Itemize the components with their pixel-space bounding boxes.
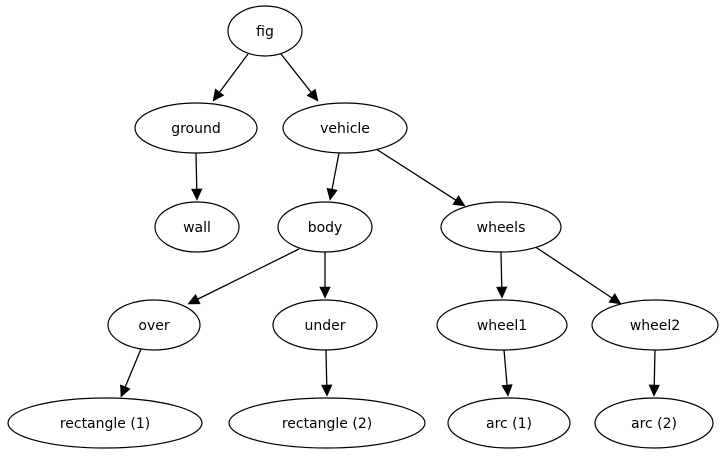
node-ellipse-rectangle2[interactable] xyxy=(228,397,426,449)
node-ground[interactable]: ground xyxy=(134,102,258,154)
edge-line xyxy=(280,53,313,95)
node-label-wheels: wheels xyxy=(477,220,526,236)
node-over[interactable]: over xyxy=(107,299,201,351)
edge-wheel1-to-arc1 xyxy=(501,349,513,397)
node-arc1[interactable]: arc (1) xyxy=(447,397,571,449)
edge-fig-to-vehicle xyxy=(280,53,319,102)
node-ellipse-arc1[interactable] xyxy=(447,397,571,449)
edge-line xyxy=(123,348,142,389)
node-label-wall: wall xyxy=(183,220,211,236)
node-ellipse-wheel1[interactable] xyxy=(436,299,568,351)
arrowhead-icon xyxy=(648,384,660,397)
arrowhead-icon xyxy=(496,286,508,299)
edge-wheels-to-wheel1 xyxy=(496,251,508,299)
edge-line xyxy=(533,245,614,300)
edge-vehicle-to-wheels xyxy=(372,146,466,207)
node-label-body: body xyxy=(308,220,343,236)
node-wheels[interactable]: wheels xyxy=(440,201,562,253)
edge-body-to-over xyxy=(187,248,300,305)
node-label-over: over xyxy=(138,318,169,334)
edge-line xyxy=(217,53,249,95)
node-ellipse-under[interactable] xyxy=(272,299,378,351)
node-label-arc1: arc (1) xyxy=(486,416,532,432)
node-ellipse-wheel2[interactable] xyxy=(591,299,719,351)
node-label-wheel1: wheel1 xyxy=(477,318,527,334)
edge-ground-to-wall xyxy=(191,152,203,201)
node-vehicle[interactable]: vehicle xyxy=(282,102,408,154)
edge-vehicle-to-body xyxy=(326,152,340,201)
edge-line xyxy=(653,349,656,388)
arrowhead-icon xyxy=(212,88,225,102)
node-fig[interactable]: fig xyxy=(227,5,303,57)
node-ellipse-arc2[interactable] xyxy=(594,397,714,449)
edge-line xyxy=(372,146,458,202)
arrowhead-icon xyxy=(326,187,338,201)
node-under[interactable]: under xyxy=(272,299,378,351)
node-label-ground: ground xyxy=(171,121,221,137)
nodes-layer: fig ground vehicle wall body wheels over under w… xyxy=(7,5,719,449)
arrowhead-icon xyxy=(191,188,203,201)
edge-wheels-to-wheel2 xyxy=(533,245,622,305)
node-ellipse-wall[interactable] xyxy=(154,201,240,253)
node-label-fig: fig xyxy=(256,24,274,40)
node-ellipse-fig[interactable] xyxy=(227,5,303,57)
node-ellipse-rectangle1[interactable] xyxy=(7,397,203,449)
node-rectangle1[interactable]: rectangle (1) xyxy=(7,397,203,449)
edge-under-to-rectangle2 xyxy=(321,349,333,397)
node-ellipse-body[interactable] xyxy=(277,201,373,253)
node-body[interactable]: body xyxy=(277,201,373,253)
arrowhead-icon xyxy=(608,293,622,305)
edge-line xyxy=(195,248,300,301)
node-ellipse-ground[interactable] xyxy=(134,102,258,154)
node-label-rectangle1: rectangle (1) xyxy=(60,416,150,432)
node-wall[interactable]: wall xyxy=(154,201,240,253)
edge-line xyxy=(331,152,340,192)
edges-layer xyxy=(120,53,660,398)
node-label-vehicle: vehicle xyxy=(320,121,370,137)
edge-line xyxy=(195,152,198,192)
edge-fig-to-ground xyxy=(212,53,249,102)
edge-line xyxy=(503,349,508,388)
edge-line xyxy=(500,251,503,290)
edge-over-to-rectangle1 xyxy=(120,348,142,398)
arrowhead-icon xyxy=(452,195,466,207)
edge-body-to-under xyxy=(319,252,331,299)
arrowhead-icon xyxy=(120,384,131,398)
node-wheel2[interactable]: wheel2 xyxy=(591,299,719,351)
arrowhead-icon xyxy=(321,384,333,397)
node-ellipse-vehicle[interactable] xyxy=(282,102,408,154)
arrowhead-icon xyxy=(319,286,331,299)
arrowhead-icon xyxy=(306,88,319,102)
node-label-wheel2: wheel2 xyxy=(630,318,680,334)
node-wheel1[interactable]: wheel1 xyxy=(436,299,568,351)
node-arc2[interactable]: arc (2) xyxy=(594,397,714,449)
node-ellipse-over[interactable] xyxy=(107,299,201,351)
edge-wheel2-to-arc2 xyxy=(648,349,660,397)
edge-line xyxy=(325,349,328,388)
arrowhead-icon xyxy=(187,293,201,305)
node-rectangle2[interactable]: rectangle (2) xyxy=(228,397,426,449)
node-ellipse-wheels[interactable] xyxy=(440,201,562,253)
node-label-arc2: arc (2) xyxy=(631,416,677,432)
arrowhead-icon xyxy=(501,384,513,397)
node-label-under: under xyxy=(304,318,345,334)
node-label-rectangle2: rectangle (2) xyxy=(282,416,372,432)
